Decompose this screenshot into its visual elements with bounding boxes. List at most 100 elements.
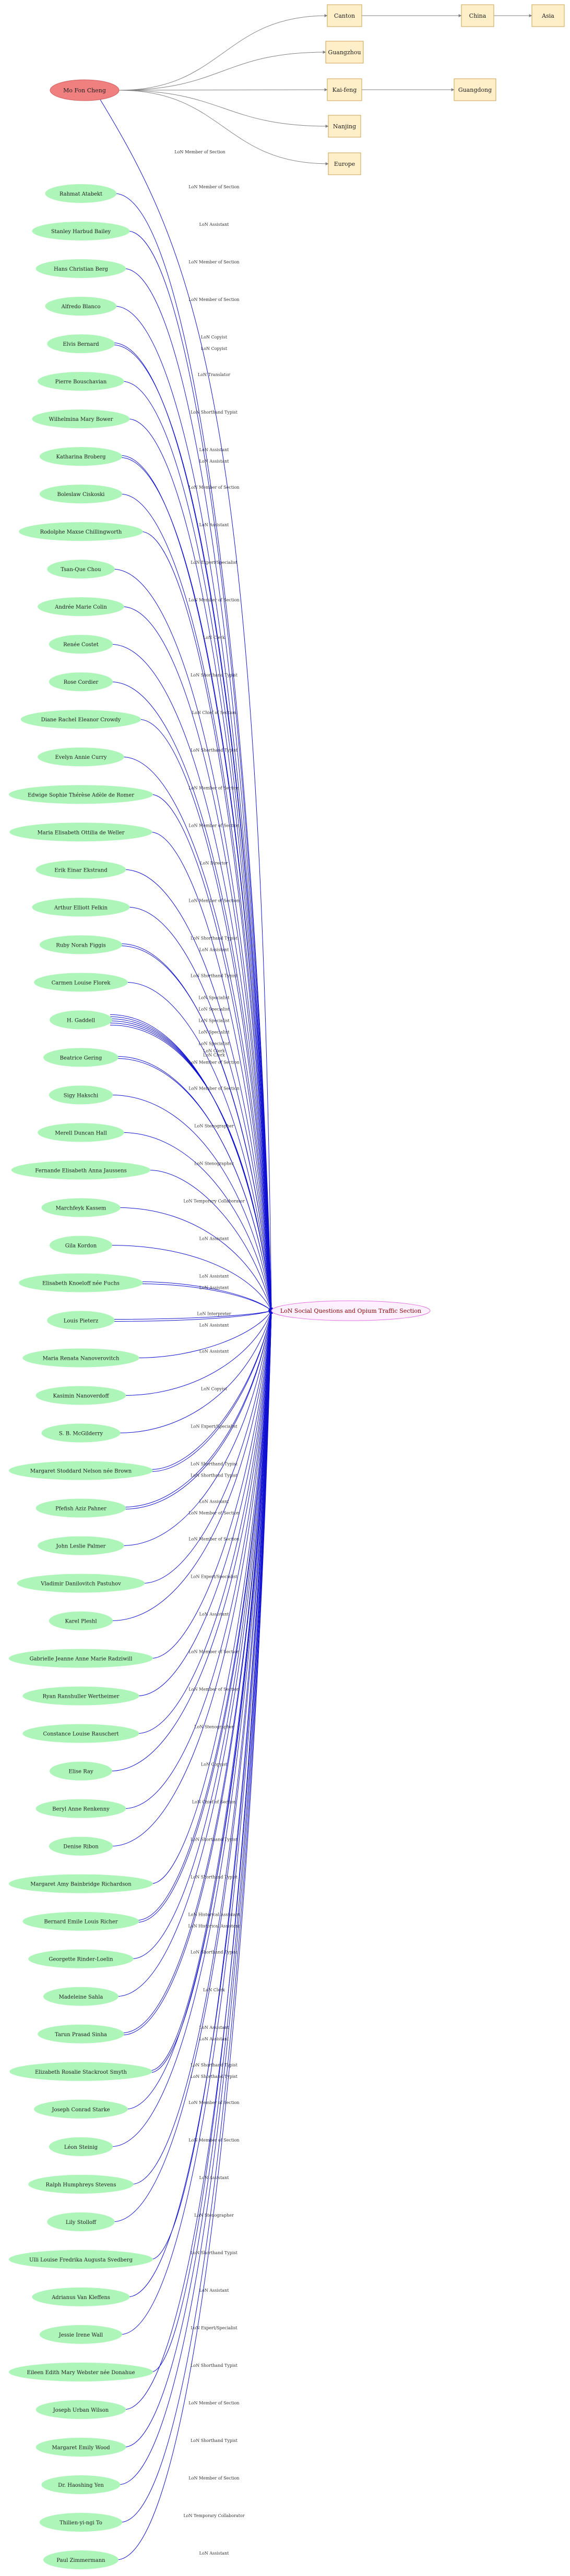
person-node[interactable]: Tarun Prasad Sinha xyxy=(38,2024,124,2043)
person-node[interactable]: Elvis Bernard xyxy=(47,334,115,354)
person-node[interactable]: Jessie Irene Wall xyxy=(39,2325,123,2344)
person-node[interactable]: Louis Pieterz xyxy=(47,1311,115,1330)
person-node[interactable]: Evelyn Annie Curry xyxy=(38,747,124,767)
person-node[interactable]: Dr. Haoshing Yen xyxy=(41,2475,121,2494)
person-node-label: Joseph Conrad Starke xyxy=(51,2107,110,2113)
person-node[interactable]: Karel Pleshl xyxy=(49,1611,113,1630)
person-node[interactable]: Eileen Edith Mary Webster née Donahue xyxy=(9,2362,153,2381)
person-node[interactable]: Erik Einar Ekstrand xyxy=(35,860,126,879)
place-node-guangzhou[interactable]: Guangzhou xyxy=(325,41,364,64)
place-node-europe[interactable]: Europe xyxy=(328,152,361,175)
place-node-china[interactable]: China xyxy=(461,4,494,27)
role-edge-label: LoN Assistant xyxy=(199,448,229,452)
person-node[interactable]: Madeleine Sahla xyxy=(43,1987,118,2006)
person-node[interactable]: H. Gaddell xyxy=(50,1010,112,1030)
person-node[interactable]: Elisabeth Knoeloff née Fuchs xyxy=(19,1273,143,1292)
person-node-label: Ulli Louise Fredrika Augusta Svedberg xyxy=(29,2257,133,2263)
person-node-shape xyxy=(38,1536,124,1555)
person-node[interactable]: Pierre Bouschavian xyxy=(38,372,124,391)
person-node-shape xyxy=(28,2174,134,2194)
person-node[interactable]: Arthur Elliott Felkin xyxy=(32,898,130,917)
person-node[interactable]: Rodolphe Maxse Chillingworth xyxy=(19,522,143,541)
role-edge xyxy=(120,493,273,1311)
place-edge xyxy=(118,51,326,91)
role-edge xyxy=(112,1310,272,1320)
person-node[interactable]: John Leslie Palmer xyxy=(38,1536,124,1555)
person-node-shape xyxy=(39,2512,123,2532)
person-node[interactable]: Margaret Emily Wood xyxy=(35,2437,126,2457)
person-node[interactable]: Alfredo Blanco xyxy=(45,297,117,316)
role-edge xyxy=(110,1024,273,1311)
place-node-kaifeng[interactable]: Kai-feng xyxy=(327,78,362,101)
person-node[interactable]: Carmen Louise Florek xyxy=(34,973,128,992)
person-node-label: Karel Pleshl xyxy=(65,1619,97,1625)
person-node[interactable]: Maria Elisabeth Ottilia de Weller xyxy=(9,823,152,842)
person-node-label: Kasimin Nanoverdoff xyxy=(53,1394,109,1399)
person-node[interactable]: Renée Costet xyxy=(49,635,113,654)
person-node[interactable]: Denise Ribon xyxy=(49,1836,113,1856)
person-node[interactable]: Wilhelmina Mary Bower xyxy=(32,409,130,429)
place-edge xyxy=(118,90,329,165)
person-node[interactable]: Léon Steinig xyxy=(49,2137,113,2156)
role-edge-label: LoN Member of Section xyxy=(174,150,225,154)
person-node[interactable]: Stanley Harbud Bailey xyxy=(32,222,130,241)
person-node[interactable]: Margaret Stoddard Nelson née Brown xyxy=(9,1461,153,1480)
person-node[interactable]: Adrianus Van Kleffens xyxy=(32,2287,130,2306)
person-node[interactable]: Gila Kordon xyxy=(50,1236,112,1255)
person-node[interactable]: Boleslaw Ciskoski xyxy=(39,485,123,504)
person-node[interactable]: Rahmat Atabekt xyxy=(45,184,117,203)
person-node[interactable]: Katharina Broberg xyxy=(39,447,123,466)
person-node[interactable]: Margaret Amy Bainbridge Richardson xyxy=(9,1874,153,1893)
person-node[interactable]: Vladimir Danilovitch Pastuhov xyxy=(17,1574,145,1593)
person-node[interactable]: Tsan-Que Chou xyxy=(47,560,115,579)
person-node[interactable]: Diane Rachel Eleanor Crowdy xyxy=(20,710,141,729)
person-node[interactable]: Elise Ray xyxy=(50,1761,112,1781)
role-edge-label: LoN Assistant xyxy=(199,1349,229,1353)
role-edge xyxy=(137,1310,273,1697)
role-edge-label: LoN Shorthand Typist xyxy=(191,1837,238,1842)
person-node[interactable]: Paul Zimmermann xyxy=(43,2550,118,2569)
person-node[interactable]: S. B. McGilderry xyxy=(41,1423,121,1443)
person-node[interactable]: Ralph Humphreys Stevens xyxy=(28,2174,134,2194)
place-node-asia[interactable]: Asia xyxy=(531,4,565,27)
person-node[interactable]: Fernande Elisabeth Anna Jaussens xyxy=(11,1160,151,1180)
hub-node[interactable]: LoN Social Questions and Opium Traffic S… xyxy=(271,1300,431,1321)
role-edge xyxy=(150,831,273,1311)
person-node[interactable]: Gabrielle Jeanne Anne Marie Radziwill xyxy=(9,1649,153,1668)
person-node[interactable]: Constance Louise Rauschert xyxy=(22,1724,139,1743)
person-node[interactable]: Rose Cordier xyxy=(49,672,113,692)
person-node[interactable]: Lily Stolloff xyxy=(47,2212,115,2231)
person-node-shape xyxy=(11,1160,151,1180)
person-node[interactable]: Ulli Louise Fredrika Augusta Svedberg xyxy=(9,2250,153,2269)
role-edge-label: LoN Assistant xyxy=(199,222,229,227)
role-edge xyxy=(114,193,273,1311)
person-node[interactable]: Pfefish Aziz Pahner xyxy=(35,1498,126,1518)
role-edge-label: LoN Stenographer xyxy=(194,1123,234,1128)
person-node[interactable]: Hans Christian Berg xyxy=(35,259,126,279)
person-node[interactable]: Joseph Urban Wilson xyxy=(35,2400,126,2419)
person-node[interactable]: Georgette Rinder-Loelin xyxy=(28,1949,134,1968)
center-node[interactable]: Mo Fon Cheng xyxy=(50,79,120,101)
person-node[interactable]: Elizabeth Rosalie Stackroot Smyth xyxy=(9,2062,152,2081)
person-node[interactable]: Maria Renata Nanoverovitch xyxy=(22,1348,139,1368)
person-node[interactable]: Kasimin Nanoverdoff xyxy=(35,1386,126,1405)
place-node-shape xyxy=(531,4,565,27)
person-node[interactable]: Merell Duncan Hall xyxy=(38,1123,124,1142)
person-node[interactable]: Beatrice Gering xyxy=(43,1048,118,1067)
place-node-guangdong[interactable]: Guangdong xyxy=(454,78,496,101)
role-edge-label: LoN Shorthand Typist xyxy=(191,2063,238,2067)
person-node[interactable]: Edwige Sophie Thérèse Adèle de Romer xyxy=(9,785,153,804)
person-node[interactable]: Andrée Marie Colin xyxy=(38,597,124,616)
person-node[interactable]: Ryan Ranshuller Wertheimer xyxy=(22,1686,139,1706)
person-node[interactable]: Beryl Anne Renkenny xyxy=(35,1799,126,1818)
person-node[interactable]: Sigy Hakschi xyxy=(49,1085,113,1105)
person-node[interactable]: Thilien-yi-ngi To xyxy=(39,2512,123,2532)
role-edge-label: LoN Member of Section xyxy=(188,1687,239,1692)
person-node[interactable]: Joseph Conrad Starke xyxy=(34,2099,128,2119)
place-node-canton[interactable]: Canton xyxy=(327,4,362,27)
person-node[interactable]: Marchfeyk Kassem xyxy=(41,1198,121,1217)
place-node-nanjing[interactable]: Nanjing xyxy=(328,115,361,138)
person-node[interactable]: Bernard Emile Louis Richer xyxy=(22,1912,139,1931)
role-edge xyxy=(124,1310,272,1396)
person-node[interactable]: Ruby Norah Figgis xyxy=(39,935,123,954)
